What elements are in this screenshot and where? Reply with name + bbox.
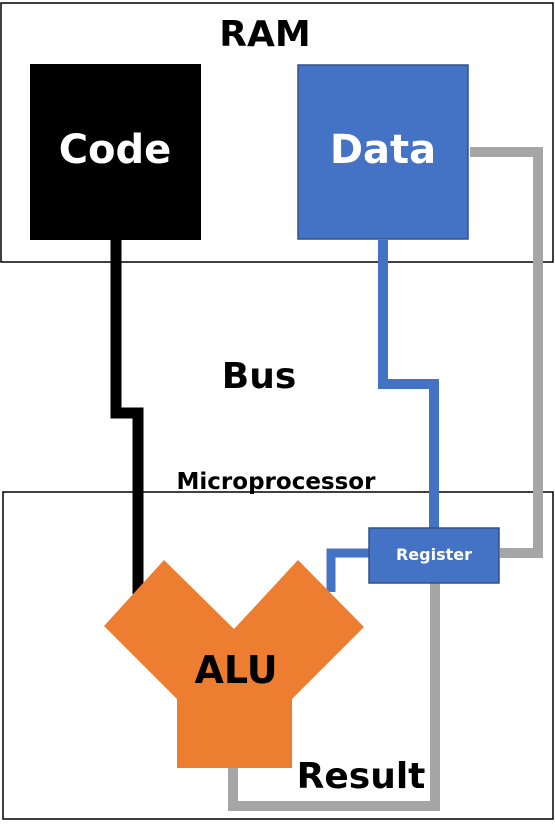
bus-label: Bus [222, 356, 297, 397]
code-bus-line [110, 240, 144, 594]
code-block [30, 64, 201, 240]
alu-shape [104, 560, 364, 768]
register-block [368, 527, 500, 584]
data-label: Data [330, 127, 436, 173]
data-bus-line [378, 240, 439, 528]
register-label: Register [396, 545, 472, 564]
microprocessor-title: Microprocessor [177, 469, 377, 495]
code-label: Code [59, 127, 172, 173]
return-bus-line [470, 147, 543, 558]
result-bus-line [228, 583, 440, 811]
result-label: Result [297, 756, 426, 797]
register-alu-bus-line [326, 548, 369, 592]
data-block [297, 64, 469, 240]
alu-label: ALU [194, 648, 277, 692]
ram-title: RAM [219, 14, 310, 55]
microprocessor-container [2, 491, 554, 820]
ram-container [0, 2, 554, 263]
